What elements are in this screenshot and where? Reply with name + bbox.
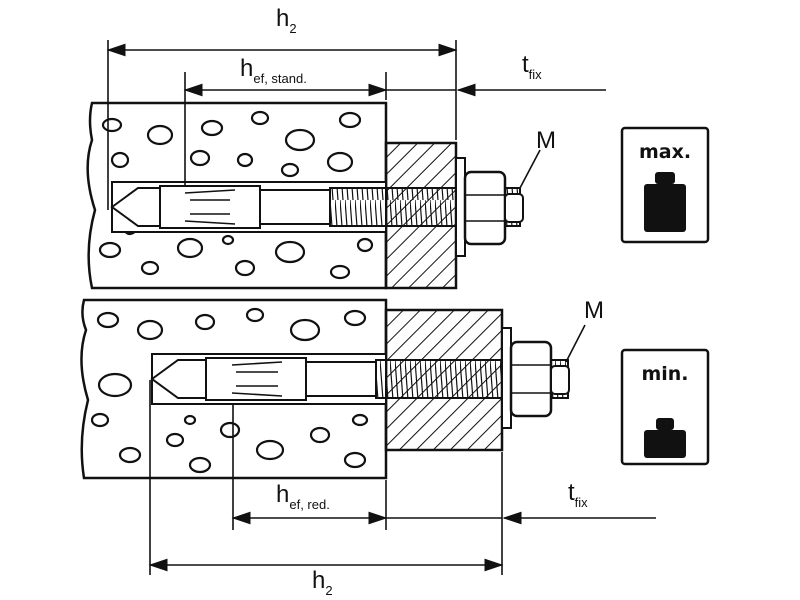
label-tfix-top: tfix [522,51,542,82]
label-hef-red: hef, red. [276,481,330,512]
bottom-rod-end [550,365,570,395]
max-label: max. [639,141,691,163]
top-rod-end [504,193,524,223]
small-weight-icon [644,418,686,458]
label-h2-top: h2 [276,5,297,36]
label-hef-stand: hef, stand. [240,55,307,86]
label-tfix-bottom: tfix [568,479,588,510]
bottom-expansion-sleeve [205,357,307,401]
top-bolt-shank [259,189,331,225]
min-label: min. [641,363,688,385]
label-m-bottom: M [584,297,604,324]
bottom-nut [509,340,553,418]
top-aggregate [98,110,374,280]
top-nut [463,170,507,246]
large-weight-icon [644,172,686,232]
label-m-top: M [536,127,556,154]
max-weight-box: max. [620,126,710,244]
label-h2-bottom: h2 [312,567,333,598]
bottom-aggregate [90,307,369,474]
bottom-bolt-shank [305,361,377,397]
dimension-labels: h2 hef, stand. tfix M M hef, red. tfix h… [240,5,604,598]
top-expansion-sleeve [159,185,261,229]
min-weight-box: min. [620,348,710,466]
top-assembly [86,101,524,290]
top-washer [455,157,466,257]
bottom-assembly [80,298,570,480]
bottom-washer [501,327,512,429]
top-dimensions [106,40,606,210]
bottom-dimensions [148,324,656,575]
